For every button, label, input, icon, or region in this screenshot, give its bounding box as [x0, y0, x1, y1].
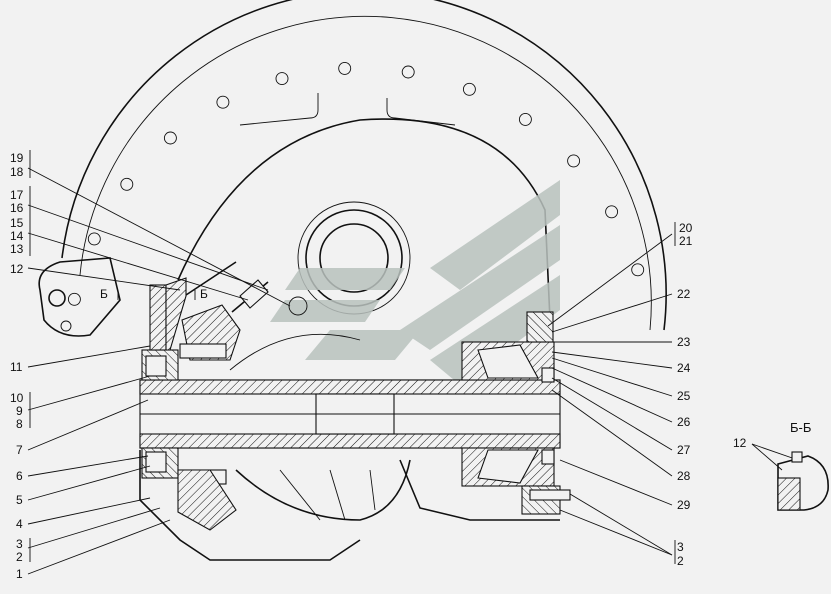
oil-fitting	[185, 261, 308, 316]
callout-2: 2	[16, 550, 23, 564]
callout-11: 11	[10, 360, 23, 374]
shaft	[139, 379, 561, 449]
callout-2-right: 2	[677, 554, 684, 568]
callout-20: 20	[679, 221, 693, 235]
bolt-hole	[120, 177, 134, 191]
bolt-hole	[216, 95, 230, 109]
leaders-left	[27, 150, 291, 575]
callout-15: 15	[10, 216, 24, 230]
bolt-hole	[163, 131, 177, 145]
callout-10: 10	[10, 391, 24, 405]
callout-19: 19	[10, 151, 24, 165]
bolt-hole	[401, 65, 415, 79]
section-title: Б-Б	[790, 420, 811, 435]
cut-mark-left: Б	[100, 287, 108, 301]
section-view	[751, 443, 829, 511]
left-bearing	[139, 277, 361, 561]
callout-22: 22	[677, 287, 691, 301]
bolt-hole	[67, 292, 81, 306]
callout-3: 3	[16, 537, 23, 551]
callout-14: 14	[10, 229, 24, 243]
bolt-hole	[87, 232, 101, 246]
bolt-hole	[275, 72, 289, 86]
callout-8: 8	[16, 417, 23, 431]
callout-3-right: 3	[677, 540, 684, 554]
callout-16: 16	[10, 201, 24, 215]
section-callout-12: 12	[733, 436, 747, 450]
bolt-hole	[567, 154, 581, 168]
callout-1: 1	[16, 567, 23, 581]
callout-21: 21	[679, 234, 693, 248]
callout-29: 29	[677, 498, 691, 512]
callout-26: 26	[677, 415, 691, 429]
callout-27: 27	[677, 443, 691, 457]
callout-24: 24	[677, 361, 691, 375]
housing-lower	[229, 333, 560, 521]
bolt-hole	[605, 205, 619, 219]
right-bearing	[461, 311, 571, 515]
callout-5: 5	[16, 493, 23, 507]
bolt-hole	[338, 61, 352, 75]
flange-outline	[38, 0, 667, 337]
cut-markers	[117, 290, 196, 300]
bolt-hole	[631, 263, 645, 277]
bolt-hole	[518, 112, 532, 126]
callout-labels: 19 18 17 16 15 14 13 12 11 10 9 8 7 6 5 …	[10, 151, 811, 581]
callout-28: 28	[677, 469, 691, 483]
callout-18: 18	[10, 165, 24, 179]
callout-23: 23	[677, 335, 691, 349]
callout-25: 25	[677, 389, 691, 403]
callout-4: 4	[16, 517, 23, 531]
leaders-right	[547, 222, 676, 564]
flange-bolt-holes	[67, 61, 645, 306]
callout-17: 17	[10, 188, 24, 202]
callout-9: 9	[16, 404, 23, 418]
callout-7: 7	[16, 443, 23, 457]
bolt-hole	[462, 82, 476, 96]
cut-mark-right: Б	[200, 287, 208, 301]
callout-12: 12	[10, 262, 24, 276]
callout-6: 6	[16, 469, 23, 483]
callout-13: 13	[10, 242, 24, 256]
